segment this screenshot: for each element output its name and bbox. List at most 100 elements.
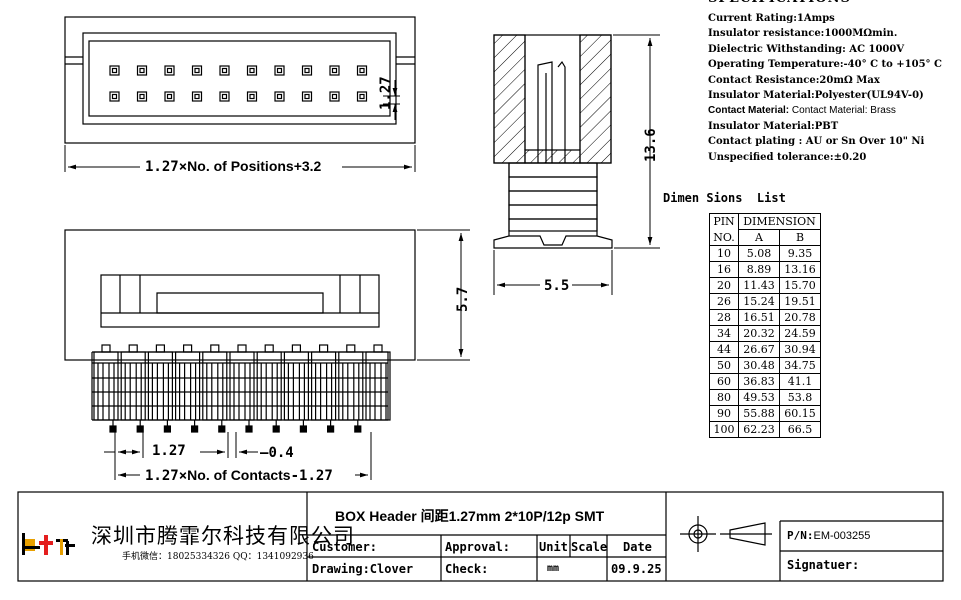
- bottom-width-label: 1.27×No. of Contacts-1.27: [145, 467, 333, 484]
- pin-count-cell: 28: [709, 309, 739, 326]
- contact-pin: [365, 344, 391, 421]
- specifications-title: SPECIFICATIONS: [708, 0, 942, 11]
- spec-line: Insulator resistance:1000MΩmin.: [708, 28, 898, 40]
- company-contact: 手机微信：18025334326 QQ：1341092936: [122, 552, 314, 562]
- company-logo: [22, 533, 75, 555]
- top-view: [64, 16, 416, 144]
- contact-pin: [147, 344, 173, 433]
- pin-count-cell: 44: [709, 341, 739, 358]
- check-label: Check:: [445, 562, 489, 576]
- pin-square: [301, 91, 313, 102]
- spec-line: Unspecified tolerance:±0.20: [708, 151, 867, 163]
- pin-count-cell: 34: [709, 325, 739, 342]
- contact-pin: [229, 344, 255, 433]
- dim-a-cell: 20.32: [738, 325, 780, 342]
- product-title: BOX Header 间距1.27mm 2*10P/12p SMT: [335, 508, 605, 524]
- dim-a-cell: 11.43: [738, 277, 780, 294]
- pin-count-cell: 60: [709, 373, 739, 390]
- pin-square: [109, 91, 120, 102]
- date-label: Date: [623, 540, 652, 554]
- dim-a-cell: 8.89: [738, 261, 780, 278]
- pin-count-cell: 50: [709, 357, 739, 374]
- pin-square: [274, 65, 285, 76]
- side-height-label: 5.7: [455, 286, 471, 312]
- pin-square: [191, 65, 203, 76]
- side-section-view: [493, 34, 613, 249]
- dim-b-cell: 34.75: [779, 357, 821, 374]
- header-b: B: [779, 229, 821, 246]
- dim-b-cell: 20.78: [779, 309, 821, 326]
- header-a: A: [738, 229, 780, 246]
- spec-line: Contact Resistance:20mΩ Max: [708, 74, 880, 86]
- pitch-vertical-label: 1.27: [378, 76, 394, 110]
- pin-square: [219, 91, 230, 102]
- dim-a-cell: 62.23: [738, 421, 780, 438]
- front-view: [64, 229, 416, 433]
- dim-b-cell: 53.8: [779, 389, 821, 406]
- pin-square: [274, 91, 285, 102]
- scale-label: Scale: [571, 540, 608, 554]
- dim-a-cell: 26.67: [738, 341, 780, 358]
- header-dimension: DIMENSION: [738, 213, 821, 230]
- pin-square: [136, 91, 148, 102]
- pin-count-cell: 80: [709, 389, 739, 406]
- contact-pin: [93, 344, 119, 433]
- dim-b-cell: 15.70: [779, 277, 821, 294]
- part-number: P/N:EM-003255: [787, 529, 871, 542]
- pin-count-cell: 16: [709, 261, 739, 278]
- pin-square: [301, 65, 313, 76]
- approval-label: Approval:: [445, 540, 511, 554]
- top-width-dimension: [64, 80, 416, 172]
- spec-line: Insulator Material:Polyester(UL94V-0): [708, 89, 924, 101]
- drawing-label: Drawing:Clover: [312, 562, 414, 576]
- dim-b-cell: 30.94: [779, 341, 821, 358]
- header-no: NO.: [709, 229, 739, 246]
- pin-count-cell: 26: [709, 293, 739, 310]
- contact-pin: [283, 344, 309, 433]
- pin-square: [329, 91, 340, 102]
- spec-line: Current Rating:1Amps: [708, 13, 835, 24]
- pin-square: [164, 91, 175, 102]
- spec-line: Contact plating : AU or Sn Over 10" Ni: [708, 136, 925, 148]
- dim-a-cell: 36.83: [738, 373, 780, 390]
- dim-a-cell: 30.48: [738, 357, 780, 374]
- contact-pin: [256, 344, 282, 433]
- dimensions-list-title: Dimen Sions List: [663, 191, 786, 205]
- dim-a-cell: 5.08: [738, 245, 780, 262]
- front-dimensions: [104, 229, 470, 480]
- dim-b-cell: 13.16: [779, 261, 821, 278]
- contact-pin: [311, 344, 337, 433]
- contact-pin: [338, 344, 364, 433]
- pin-square: [191, 91, 203, 102]
- pin-square: [246, 91, 258, 102]
- contact-pin: [202, 344, 228, 433]
- signature-label: Signatuer:: [787, 558, 860, 572]
- pin-square: [109, 65, 120, 76]
- dim-a-cell: 15.24: [738, 293, 780, 310]
- spec-line: Contact Material: Contact Material: Bras…: [708, 105, 896, 117]
- pin-count-cell: 20: [709, 277, 739, 294]
- height-dimension: [493, 34, 660, 295]
- dim-b-cell: 9.35: [779, 245, 821, 262]
- dim-b-cell: 60.15: [779, 405, 821, 422]
- pin-square: [136, 65, 148, 76]
- spec-line: Dielectric Withstanding: AC 1000V: [708, 43, 905, 55]
- pin-square: [246, 65, 258, 76]
- dim-b-cell: 19.51: [779, 293, 821, 310]
- company-name: 深圳市腾霏尔科技有限公司: [91, 524, 355, 548]
- pin-square: [164, 65, 175, 76]
- depth-label: 5.5: [544, 278, 570, 294]
- dim-b-cell: 66.5: [779, 421, 821, 438]
- pin-square: [356, 65, 368, 76]
- dim-b-cell: 24.59: [779, 325, 821, 342]
